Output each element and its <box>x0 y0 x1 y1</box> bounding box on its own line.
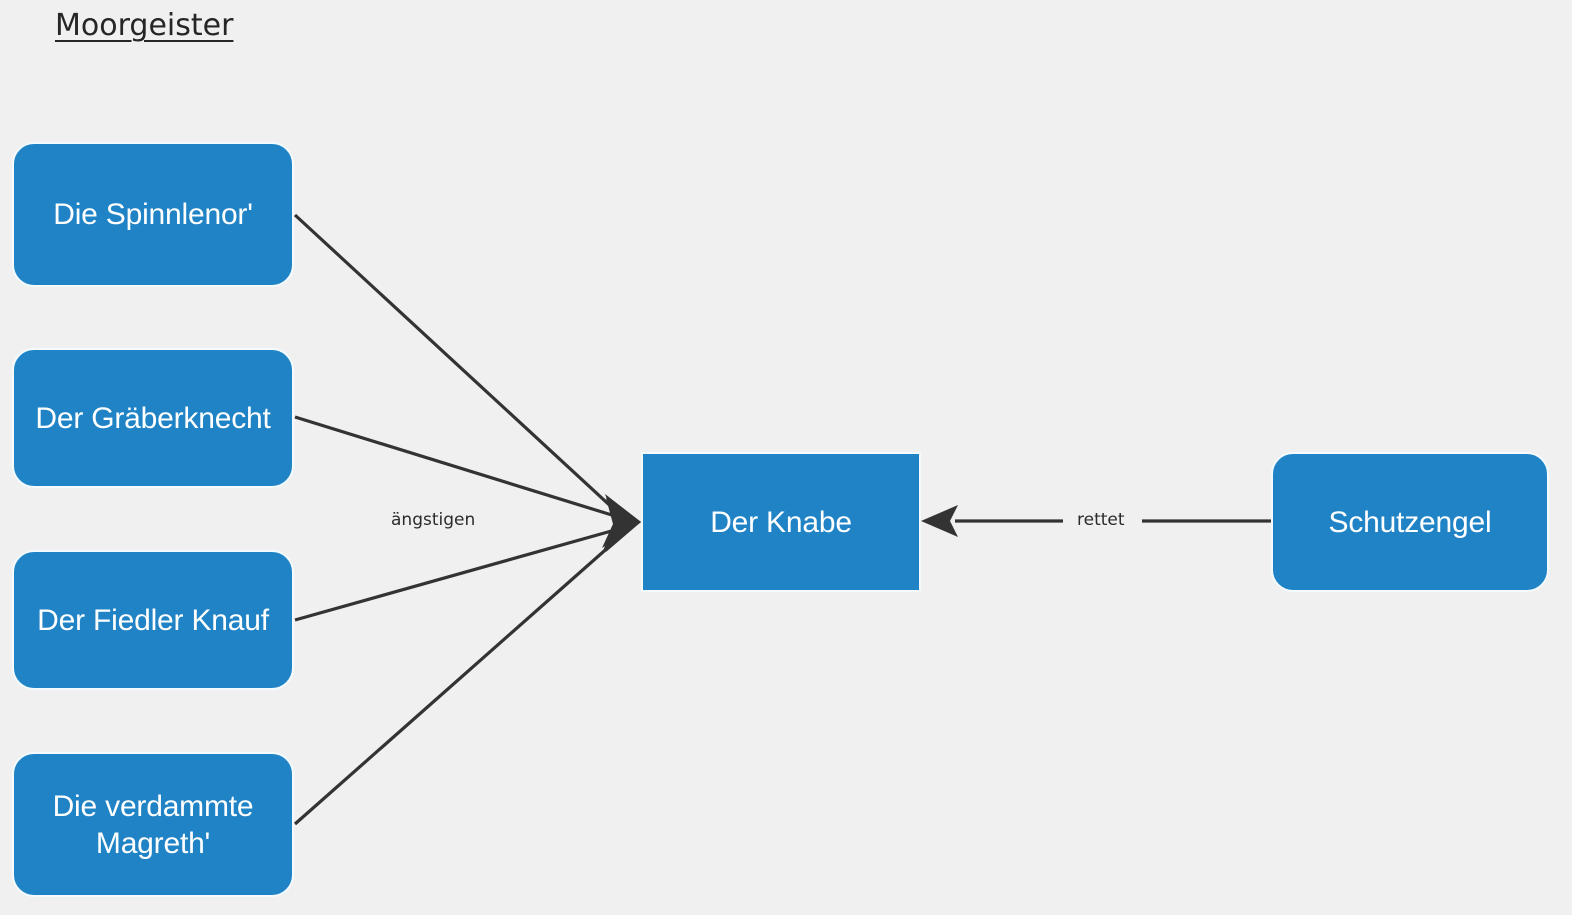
page-title: Moorgeister <box>55 8 234 43</box>
node-der-fiedler-knauf[interactable]: Der Fiedler Knauf <box>12 550 294 690</box>
node-label: Die verdammte Magreth' <box>52 789 254 860</box>
edge-label-rettet: rettet <box>1070 510 1132 530</box>
edge-schutzengel-to-knabe <box>921 505 1271 537</box>
node-der-graeberknecht[interactable]: Der Gräberknecht <box>12 348 294 488</box>
node-label: Der Fiedler Knauf <box>37 603 269 637</box>
node-label: Die Spinnlenor' <box>53 198 253 231</box>
node-label: Schutzengel <box>1328 505 1492 539</box>
node-label: Der Gräberknecht <box>35 401 271 435</box>
edge-spinnlenor-to-knabe <box>293 213 641 549</box>
edge-magreth-to-knabe <box>293 500 641 826</box>
node-die-spinnlenor[interactable]: Die Spinnlenor' <box>12 142 294 287</box>
node-schutzengel[interactable]: Schutzengel <box>1271 452 1549 592</box>
node-label: Der Knabe <box>710 505 852 539</box>
node-die-verdammte-magreth[interactable]: Die verdammte Magreth' <box>12 752 294 897</box>
node-der-knabe[interactable]: Der Knabe <box>641 452 921 592</box>
edge-label-aengstigen: ängstigen <box>391 510 476 530</box>
